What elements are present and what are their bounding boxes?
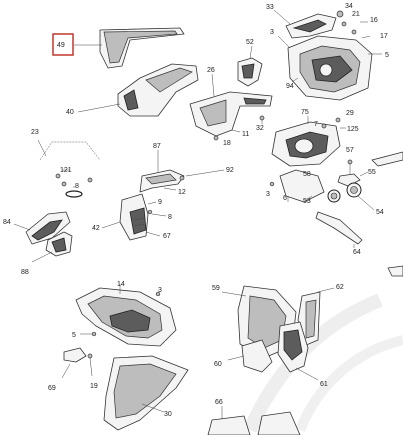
callout-8a: 8	[75, 183, 79, 190]
part-61[interactable]: 61	[277, 321, 328, 388]
headlight-assembly[interactable]: 33 34 21 16 3 17 5 94	[266, 3, 389, 101]
callout-125: 125	[347, 126, 359, 133]
callout-67: 67	[163, 233, 171, 240]
callout-59: 59	[212, 285, 220, 292]
part-88[interactable]: 88	[21, 231, 73, 276]
callout-54: 54	[376, 209, 384, 216]
callout-55: 55	[368, 169, 376, 176]
part-75[interactable]: 75 29 7 125	[271, 109, 359, 167]
callout-19: 19	[90, 383, 98, 390]
callout-94: 94	[286, 83, 294, 90]
part-64[interactable]: 64	[315, 211, 363, 256]
part-58[interactable]: 58 3 6 53	[266, 169, 325, 205]
part-57[interactable]: 57 55	[337, 147, 376, 187]
callout-7: 7	[314, 121, 318, 128]
callout-26: 26	[207, 67, 215, 74]
part-66[interactable]: 66	[207, 399, 301, 435]
callout-8b: 8	[168, 214, 172, 221]
callout-92: 92	[226, 167, 234, 174]
highlight-box	[52, 33, 74, 56]
callout-23: 23	[31, 129, 39, 136]
callout-88: 88	[21, 269, 29, 276]
part-23-group[interactable]: 23 121 8	[31, 129, 101, 198]
callout-30: 30	[164, 411, 172, 418]
callout-62: 62	[336, 284, 344, 291]
callout-3b: 3	[266, 191, 270, 198]
callout-32: 32	[256, 125, 264, 132]
part-69[interactable]: 69 19	[48, 347, 98, 392]
callout-64: 64	[353, 249, 361, 256]
callout-121: 121	[60, 167, 72, 174]
callout-60: 60	[214, 361, 222, 368]
callout-42: 42	[92, 225, 100, 232]
part-edge-right[interactable]	[387, 265, 403, 277]
callout-57: 57	[346, 147, 354, 154]
callout-40: 40	[66, 109, 74, 116]
callout-14: 14	[117, 281, 125, 288]
part-42[interactable]: 9 8 42 67	[92, 193, 172, 241]
callout-21: 21	[352, 11, 360, 18]
part-40[interactable]: 40	[66, 63, 199, 117]
callout-3a: 3	[270, 29, 274, 36]
part-84[interactable]: 84	[3, 211, 71, 245]
callout-61: 61	[320, 381, 328, 388]
callout-6: 6	[283, 195, 287, 202]
part-49[interactable]: 49	[52, 27, 185, 69]
callout-75: 75	[301, 109, 309, 116]
part-60[interactable]: 60	[214, 339, 273, 373]
callout-11: 11	[242, 131, 249, 138]
callout-49: 49	[57, 42, 65, 49]
part-26[interactable]: 26 11 32 18	[189, 67, 273, 147]
callout-33: 33	[266, 4, 274, 11]
callout-69: 69	[48, 385, 56, 392]
callout-53: 53	[303, 198, 311, 205]
callout-5b: 5	[72, 332, 76, 339]
callout-29: 29	[346, 110, 354, 117]
callout-9: 9	[158, 199, 162, 206]
callout-3c: 3	[158, 287, 162, 294]
part-edge-trim[interactable]	[371, 151, 403, 167]
callout-34: 34	[345, 3, 353, 10]
callout-5a: 5	[385, 52, 389, 59]
callout-84: 84	[3, 219, 11, 226]
part-87[interactable]: 87 92 12	[139, 143, 234, 196]
callout-87: 87	[153, 143, 161, 150]
callout-12: 12	[178, 189, 186, 196]
callout-18: 18	[223, 140, 231, 147]
callout-52: 52	[246, 39, 254, 46]
callout-66: 66	[215, 399, 223, 406]
callout-16: 16	[370, 17, 378, 24]
callout-17: 17	[380, 33, 388, 40]
part-52[interactable]: 52	[237, 39, 263, 87]
callout-58: 58	[303, 171, 311, 178]
part-14[interactable]: 14 3 5	[72, 281, 177, 347]
part-54[interactable]: 54	[327, 182, 384, 216]
part-30[interactable]: 30	[103, 355, 189, 431]
